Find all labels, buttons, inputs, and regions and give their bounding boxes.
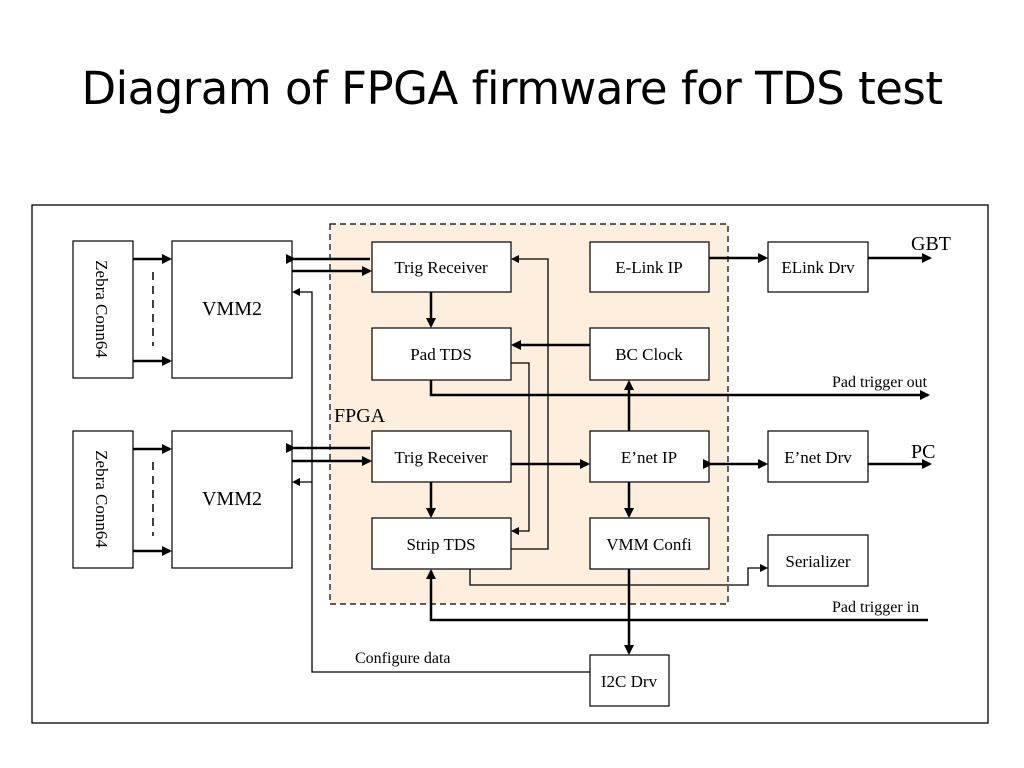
elink-ip-label: E-Link IP xyxy=(615,258,683,277)
elink-drv-label: ELink Drv xyxy=(781,258,855,277)
pad-trigger-in-label: Pad trigger in xyxy=(832,599,919,616)
vmm2-top-label: VMM2 xyxy=(202,298,262,320)
pad-to-strip-link xyxy=(511,362,530,535)
strip-tds: Strip TDS xyxy=(371,517,512,570)
pad-trigger-out-line xyxy=(429,380,930,400)
pc-label: PC xyxy=(911,441,935,463)
vmm-confi: VMM Confi xyxy=(589,517,710,570)
pad-trigger-in-line xyxy=(426,569,928,622)
zebra-conn-top-label: Zebra Conn64 xyxy=(92,260,111,358)
pad-trigger-out-label: Pad trigger out xyxy=(832,374,928,391)
diagram-frame xyxy=(31,204,989,724)
configure-data-label: Configure data xyxy=(355,650,451,667)
zebra-conn-bottom-label: Zebra Conn64 xyxy=(92,450,111,548)
fpga-label: FPGA xyxy=(334,405,386,427)
bc-clock: BC Clock xyxy=(589,327,710,381)
elink-ip: E-Link IP xyxy=(589,241,710,293)
gbt-label: GBT xyxy=(911,233,951,255)
enet-ip-label: E’net IP xyxy=(621,448,677,467)
trig-receiver-bottom-label: Trig Receiver xyxy=(394,448,488,467)
zebra-to-vmm-arrows xyxy=(133,254,172,556)
zebra-conn-top: Zebra Conn64 xyxy=(72,240,134,379)
vmm2-bottom-label: VMM2 xyxy=(202,488,262,510)
i2c-drv: I2C Drv xyxy=(589,654,670,707)
enet-drv-label: E’net Drv xyxy=(784,448,852,467)
enet-ip: E’net IP xyxy=(589,430,710,483)
pad-tds: Pad TDS xyxy=(371,327,512,381)
trig-receiver-bottom: Trig Receiver xyxy=(371,430,512,483)
vmm-confi-label: VMM Confi xyxy=(606,535,692,554)
page-title: Diagram of FPGA firmware for TDS test xyxy=(81,62,943,115)
bc-clock-label: BC Clock xyxy=(615,345,683,364)
strip-to-trig-link xyxy=(511,255,549,550)
elink-drv: ELink Drv xyxy=(767,241,869,293)
trig-receiver-top-label: Trig Receiver xyxy=(394,258,488,277)
vmm-trig-arrows xyxy=(286,254,372,466)
zebra-conn-bottom: Zebra Conn64 xyxy=(72,430,134,569)
strip-tds-label: Strip TDS xyxy=(406,535,475,554)
strip-to-serializer-link xyxy=(469,564,768,586)
vmm2-bottom: VMM2 xyxy=(171,430,293,569)
pad-tds-label: Pad TDS xyxy=(410,345,472,364)
trig-receiver-top: Trig Receiver xyxy=(371,241,512,293)
i2c-drv-label: I2C Drv xyxy=(601,672,658,691)
serializer-label: Serializer xyxy=(785,552,850,571)
enet-drv: E’net Drv xyxy=(767,430,869,483)
vmm2-top: VMM2 xyxy=(171,240,293,379)
serializer: Serializer xyxy=(767,534,869,587)
